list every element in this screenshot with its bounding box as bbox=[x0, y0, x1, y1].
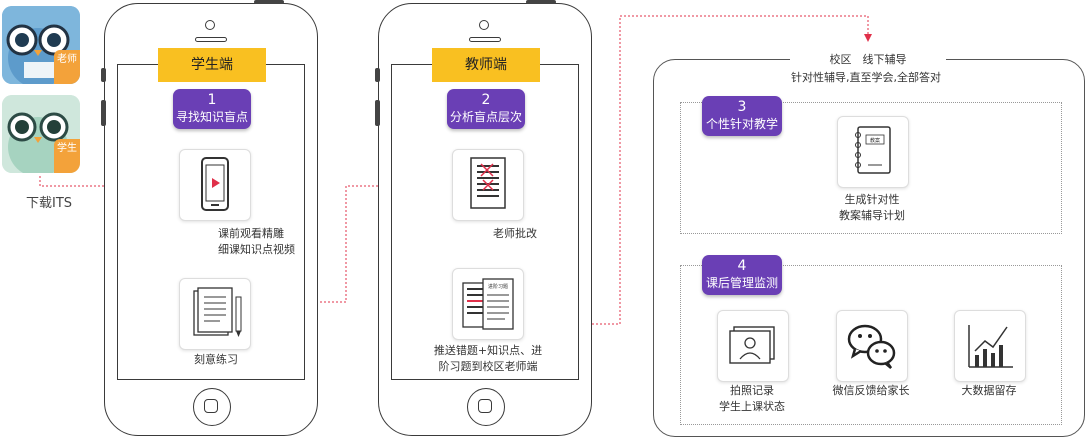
caption-line: 阶习题到校区老师端 bbox=[438, 360, 538, 373]
download-label: 下载ITS bbox=[26, 196, 73, 211]
step-title: 寻找知识盲点 bbox=[175, 110, 248, 124]
phone-speaker bbox=[469, 37, 501, 42]
home-button[interactable] bbox=[193, 388, 231, 426]
step-3-section bbox=[680, 102, 1062, 234]
step-3-badge: 3 个性针对教学 bbox=[702, 96, 782, 136]
student-badge: 学生 bbox=[54, 139, 80, 173]
caption-line: 推送错题+知识点、进 bbox=[433, 344, 543, 357]
step-number: 4 bbox=[737, 258, 747, 274]
step-title: 分析盲点层次 bbox=[449, 110, 522, 124]
push-caption: 推送错题+知识点、进 阶习题到校区老师端 bbox=[424, 343, 552, 375]
home-button[interactable] bbox=[467, 388, 505, 426]
graded-paper-icon bbox=[470, 157, 506, 209]
student-side-tag: 学生端 bbox=[158, 48, 266, 82]
phone-camera bbox=[205, 20, 215, 30]
wechat-caption: 微信反馈给家长 bbox=[832, 384, 910, 397]
photo-record-card[interactable] bbox=[717, 310, 789, 382]
connector-push-to-campus bbox=[520, 15, 872, 325]
step-4-section bbox=[680, 265, 1062, 425]
photo-frame-icon bbox=[729, 326, 775, 364]
phone-speaker bbox=[195, 37, 227, 42]
phone-top-button bbox=[254, 0, 284, 4]
photo-caption: 拍照记录 学生上课状态 bbox=[702, 383, 802, 415]
step-number: 3 bbox=[737, 99, 747, 115]
paper-pencil-icon bbox=[193, 287, 242, 337]
wechat-icon bbox=[847, 324, 896, 369]
phone-video-icon bbox=[201, 157, 229, 211]
step-number: 2 bbox=[481, 92, 491, 108]
teacher-side-tag: 教师端 bbox=[432, 48, 540, 82]
caption-line: 教案辅导计划 bbox=[839, 209, 905, 222]
campus-subheader: 针对性辅导,直至学会,全部答对 bbox=[791, 71, 941, 84]
student-app-icon[interactable]: 学生 bbox=[2, 95, 80, 173]
step-title: 个性针对教学 bbox=[705, 117, 778, 131]
step-title: 课后管理监测 bbox=[705, 276, 778, 290]
phone-side-button bbox=[101, 100, 106, 126]
teacher-app-icon[interactable]: 老师 bbox=[2, 6, 80, 84]
caption-line: 课前观看精雕 bbox=[218, 227, 284, 240]
teacher-badge: 老师 bbox=[54, 50, 80, 84]
step-1-badge: 1 寻找知识盲点 bbox=[173, 89, 251, 129]
grading-card[interactable] bbox=[452, 149, 524, 221]
plan-caption: 生成针对性 教案辅导计划 bbox=[822, 192, 922, 224]
grading-caption: 老师批改 bbox=[493, 227, 537, 240]
push-card[interactable]: 进阶习题 bbox=[452, 268, 524, 340]
caption-line: 生成针对性 bbox=[844, 193, 900, 206]
phone-side-button bbox=[375, 68, 380, 82]
practice-caption: 刻意练习 bbox=[194, 353, 238, 366]
bigdata-card[interactable] bbox=[954, 310, 1026, 382]
practice-card[interactable] bbox=[179, 278, 251, 350]
lesson-plan-card[interactable]: 教案 bbox=[837, 116, 909, 188]
caption-line: 拍照记录 bbox=[730, 384, 774, 397]
phone-top-button bbox=[526, 0, 556, 4]
plan-label: 教案 bbox=[870, 137, 880, 144]
phone-camera bbox=[479, 20, 489, 30]
step-4-badge: 4 课后管理监测 bbox=[702, 255, 782, 295]
video-caption: 课前观看精雕 细课知识点视频 bbox=[218, 226, 295, 258]
stacked-papers-icon: 进阶习题 bbox=[462, 278, 514, 330]
notebook-icon: 教案 bbox=[855, 126, 891, 174]
owl-icon bbox=[2, 6, 80, 84]
wechat-card[interactable] bbox=[836, 310, 908, 382]
step-2-badge: 2 分析盲点层次 bbox=[447, 89, 525, 129]
caption-line: 细课知识点视频 bbox=[218, 243, 295, 256]
bar-chart-icon bbox=[968, 325, 1013, 368]
phone-side-button bbox=[375, 100, 380, 126]
paper-header: 进阶习题 bbox=[488, 283, 508, 290]
step-number: 1 bbox=[207, 92, 217, 108]
phone-side-button bbox=[101, 68, 106, 82]
video-card[interactable] bbox=[179, 149, 251, 221]
bigdata-caption: 大数据留存 bbox=[961, 384, 1017, 397]
campus-header: 校区 线下辅导 bbox=[790, 52, 946, 68]
caption-line: 学生上课状态 bbox=[719, 400, 785, 413]
